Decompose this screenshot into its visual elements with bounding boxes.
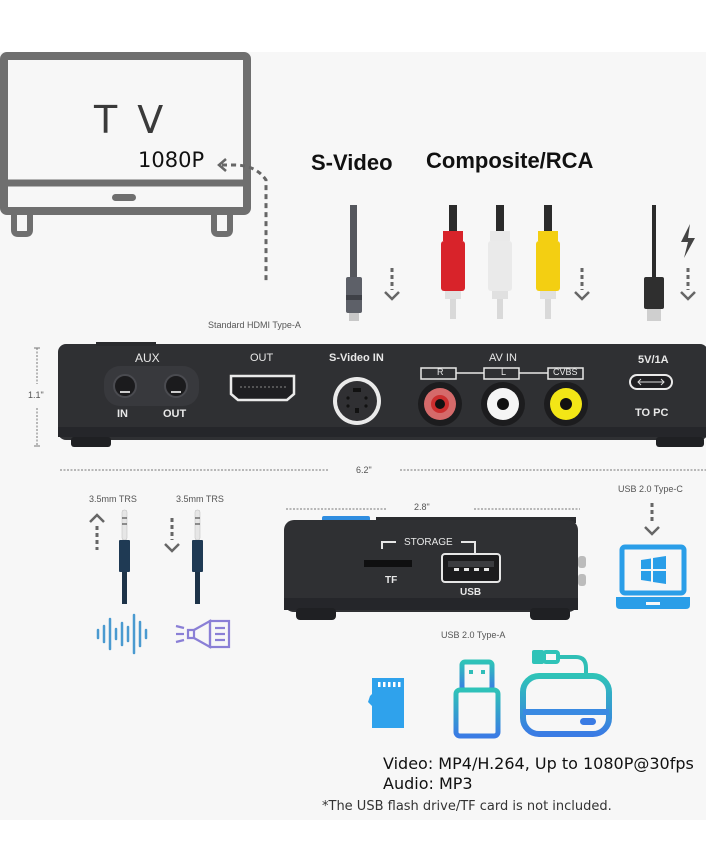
tv-label: T V	[94, 98, 168, 142]
external-drive-icon	[520, 650, 612, 737]
spec-audio: Audio: MP3	[383, 774, 473, 793]
usb-drive-icon	[453, 659, 501, 739]
audio-in-caption: 3.5mm TRS	[89, 494, 137, 504]
height-dimension: 1.1"	[28, 390, 44, 400]
arrow-down-icon	[644, 503, 660, 536]
sound-wave-icon	[96, 613, 148, 655]
hdmi-out-label: OUT	[250, 352, 274, 364]
svideo-in-label: S-Video IN	[329, 352, 384, 364]
trs-plug-out-icon	[192, 509, 203, 604]
trs-plug-in-icon	[119, 509, 130, 604]
composite-title: Composite/RCA	[426, 148, 594, 173]
usb-label: USB	[460, 587, 482, 598]
av-r-label: R	[437, 367, 444, 377]
spec-video: Video: MP4/H.264, Up to 1080P@30fps	[383, 754, 694, 773]
to-pc-label: TO PC	[635, 407, 669, 419]
width-dimension: 6.2"	[356, 465, 372, 475]
arrow-down-icon	[384, 268, 400, 301]
usb-c-plug-icon	[644, 205, 664, 321]
hdmi-caption: Standard HDMI Type-A	[208, 320, 301, 330]
usb-type-a-caption: USB 2.0 Type-A	[441, 630, 506, 640]
svideo-title: S-Video	[311, 150, 393, 175]
spec-note: *The USB flash drive/TF card is not incl…	[322, 799, 612, 814]
depth-dimension-line	[286, 508, 580, 510]
aux-out-label: OUT	[163, 408, 187, 420]
laptop-windows-icon	[616, 544, 690, 609]
av-l-label: L	[501, 367, 507, 377]
rca-white-plug-icon	[488, 205, 512, 319]
tf-label: TF	[385, 575, 398, 586]
rca-yellow-plug-icon	[536, 205, 560, 319]
height-dimension-line	[34, 347, 40, 447]
rca-red-plug-icon	[441, 205, 465, 319]
device-back-panel	[58, 342, 706, 447]
speaker-icon	[175, 619, 231, 649]
device-front-panel	[284, 516, 586, 620]
aux-in-label: IN	[117, 408, 128, 420]
arrow-up-icon	[89, 513, 105, 550]
width-dimension-line	[60, 469, 706, 471]
depth-dimension: 2.8"	[414, 502, 430, 512]
power-bolt-icon	[681, 224, 695, 258]
storage-label: STORAGE	[404, 537, 453, 548]
tv-resolution: 1080P	[138, 148, 205, 172]
av-cvbs-label: CVBS	[553, 367, 578, 377]
tf-card-icon	[368, 678, 404, 728]
tv-icon	[0, 52, 268, 282]
usb-type-c-caption: USB 2.0 Type-C	[618, 484, 683, 494]
arrow-down-icon	[164, 518, 180, 553]
arrow-down-icon	[574, 268, 590, 301]
av-in-label: AV IN	[489, 352, 517, 364]
power-label: 5V/1A	[638, 354, 669, 366]
svideo-plug-icon	[346, 205, 362, 321]
arrow-down-icon	[680, 268, 696, 301]
aux-label: AUX	[135, 351, 160, 365]
audio-out-caption: 3.5mm TRS	[176, 494, 224, 504]
